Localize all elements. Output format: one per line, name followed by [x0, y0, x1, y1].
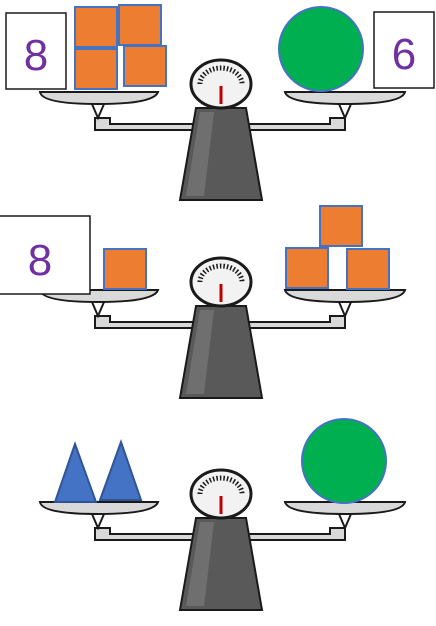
- weight-square: [75, 7, 117, 47]
- scale-2: 8: [0, 206, 405, 398]
- weight-triangle: [55, 444, 96, 502]
- weight-circle: [279, 7, 363, 91]
- left-number: 8: [28, 236, 52, 285]
- scale-3: [40, 419, 405, 610]
- weight-square: [320, 206, 362, 246]
- weight-square: [124, 46, 166, 86]
- weight-triangle: [100, 442, 141, 500]
- weight-circle: [302, 419, 386, 503]
- scale-1: 8 6: [6, 5, 434, 200]
- weight-square: [75, 49, 117, 89]
- weight-square: [286, 248, 328, 288]
- left-number: 8: [24, 31, 48, 80]
- weight-square: [104, 249, 146, 289]
- weight-square: [119, 5, 161, 45]
- right-number: 6: [392, 30, 416, 79]
- weight-square: [347, 249, 389, 289]
